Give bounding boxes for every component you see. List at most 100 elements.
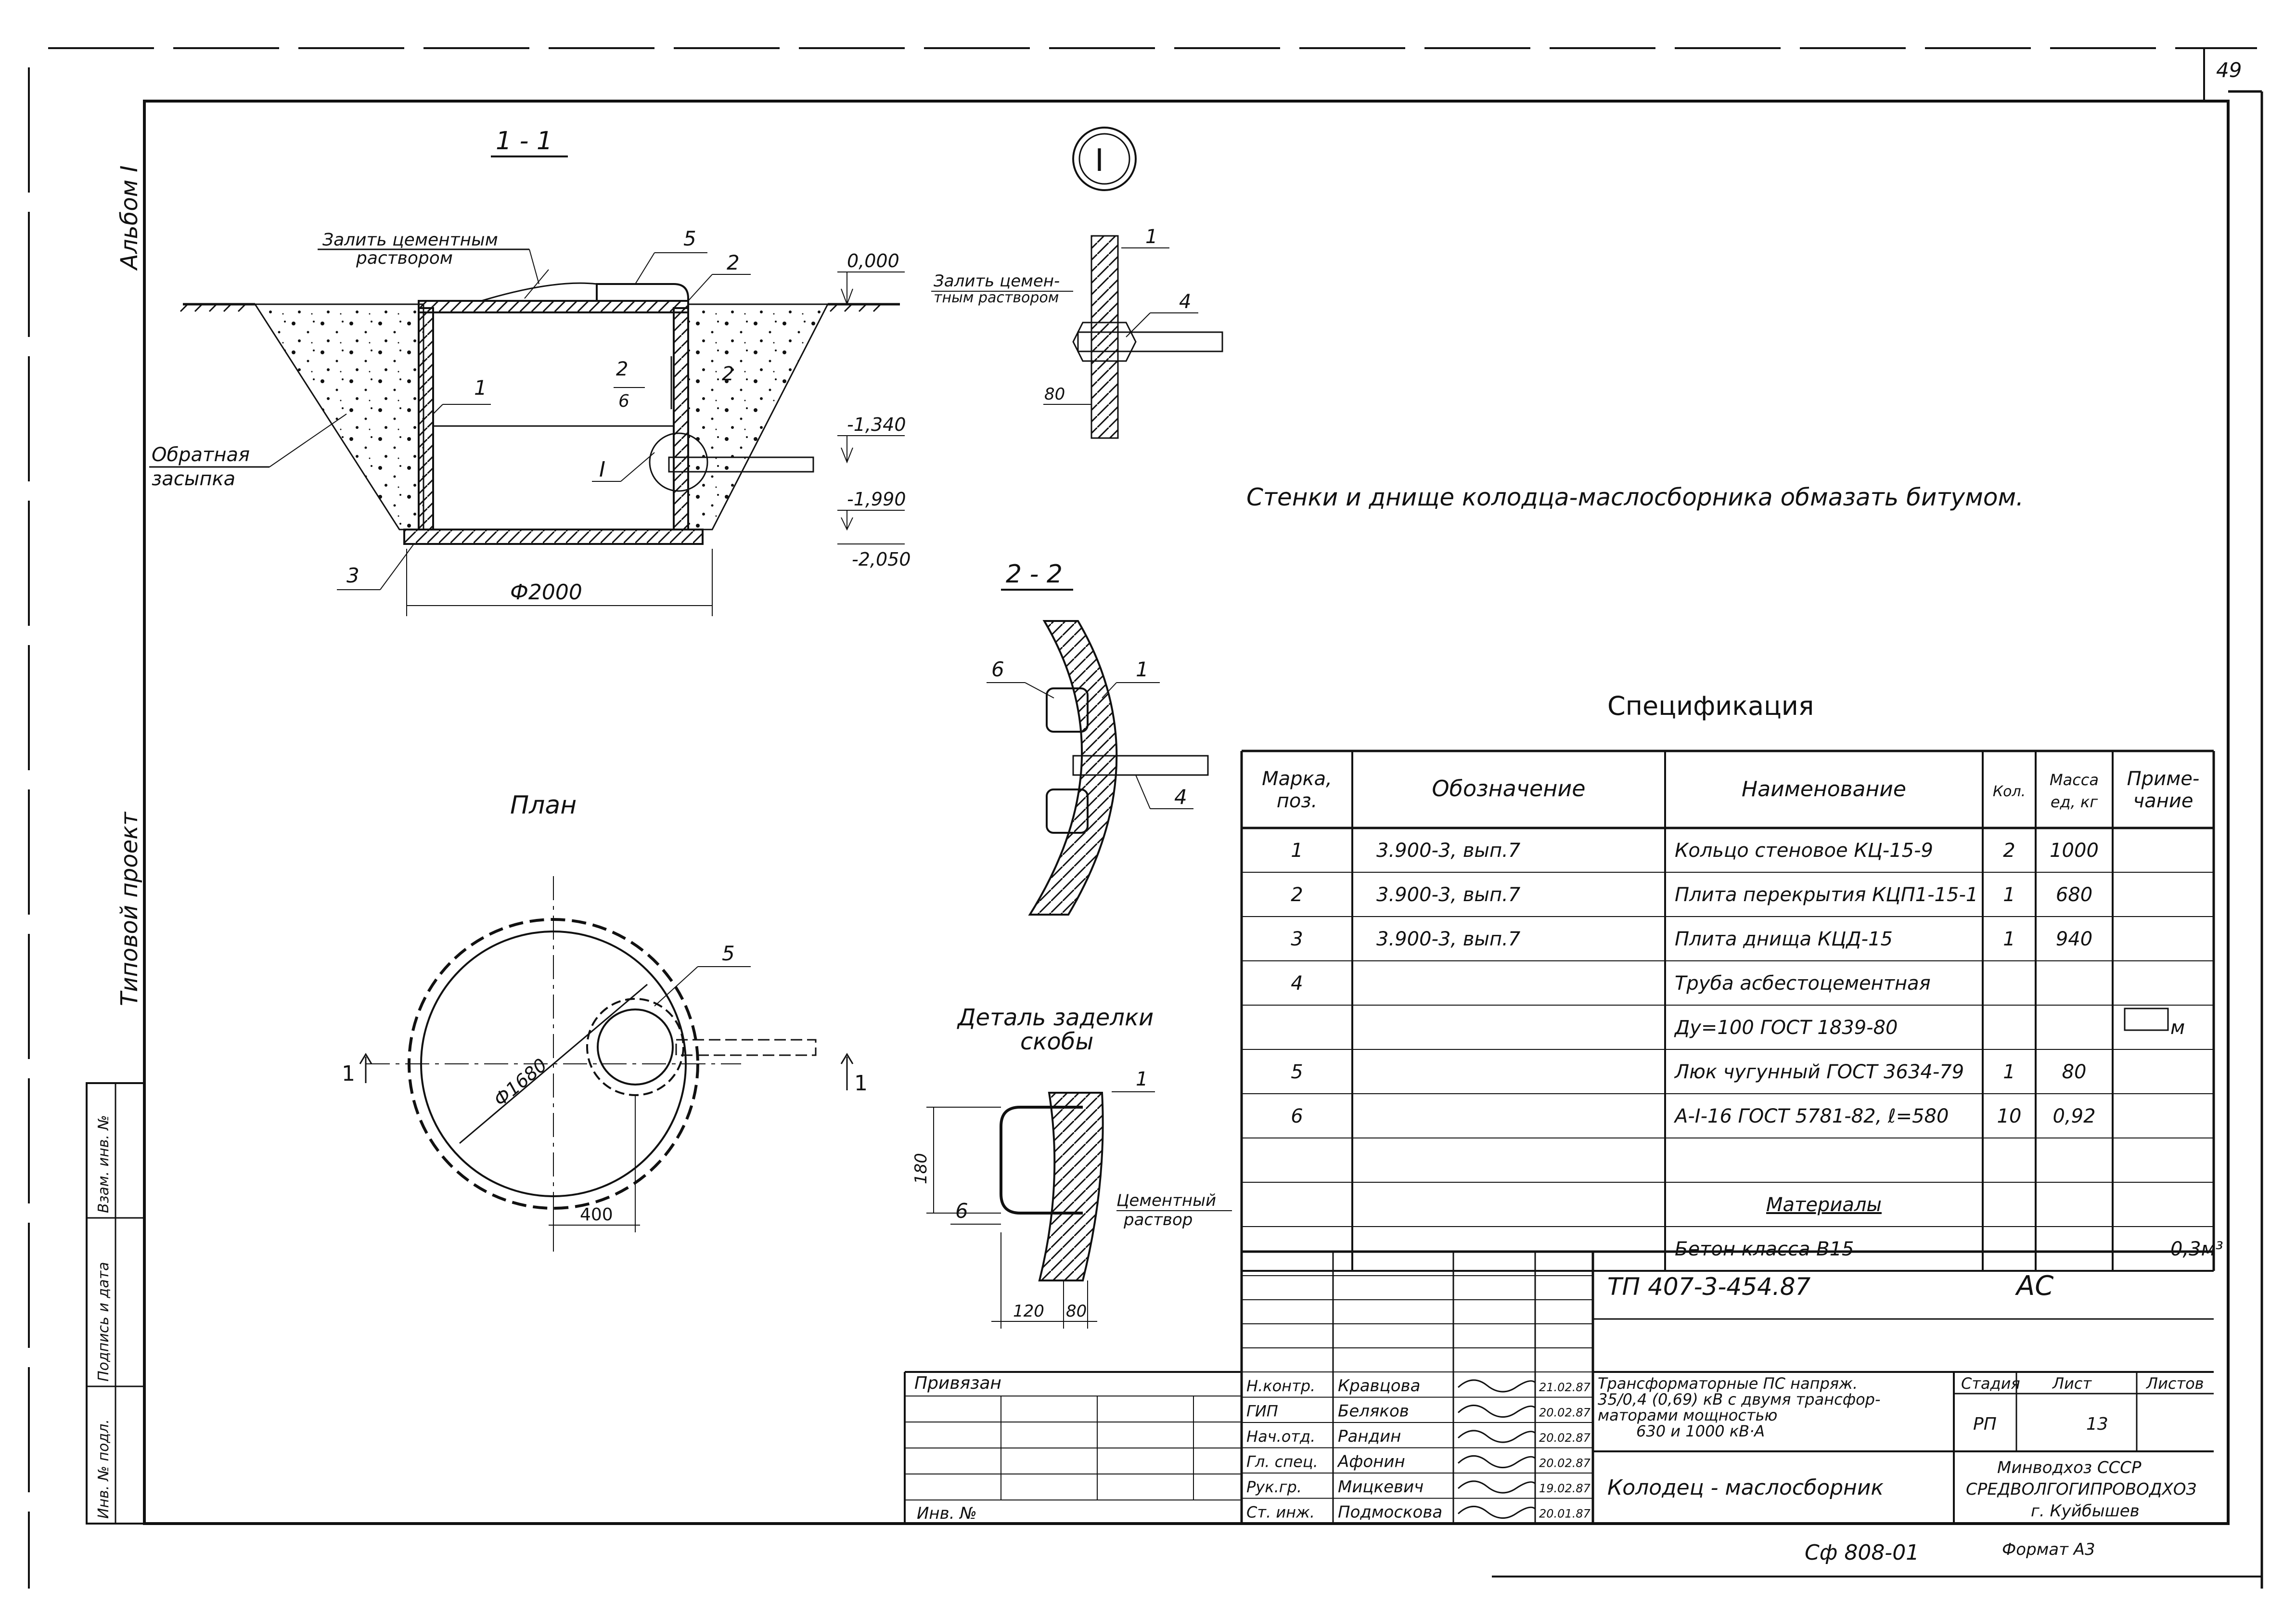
side-stamp-replaced-inv: Взам. инв. № [95, 1115, 112, 1213]
spec-cell-1-0: 2 [1291, 884, 1303, 906]
spec-cell-2-1: 3.900-3, вып.7 [1376, 928, 1521, 950]
spec-cell-4-2: Ду=100 ГОСТ 1839-80 [1674, 1017, 1898, 1039]
tb-name-4: Мицкевич [1338, 1477, 1424, 1497]
spec-cell-5-3: 1 [2003, 1061, 2015, 1083]
tb-name-3: Афонин [1337, 1452, 1405, 1472]
node-I-marker [649, 432, 708, 492]
spec-cell-2-3: 1 [2003, 928, 2015, 950]
spec-cell-0-2: Кольцо стеновое КЦ-15-9 [1675, 840, 1933, 862]
signature-mark [1457, 1455, 1536, 1469]
tb-role-1: ГИП [1246, 1402, 1278, 1421]
section-2-2: 2 - 2 6 1 4 [987, 560, 1209, 916]
signature-mark [1457, 1480, 1536, 1494]
callout-5: 5 [683, 227, 696, 250]
spec-header-0-1: поз. [1277, 790, 1318, 812]
tb-object-line2: 35/0,4 (0,69) кВ с двумя трансфор- [1598, 1390, 1881, 1409]
bracket-note-line1: Цементный [1116, 1191, 1216, 1210]
tb-bound: Привязан [914, 1373, 1001, 1393]
callout-6: 6 [618, 391, 629, 411]
cut-1-left: 1 [342, 1061, 355, 1086]
backfill-right [687, 303, 829, 530]
tb-date-4: 19.02.87 [1539, 1482, 1591, 1495]
spec-cell-0-0: 1 [1291, 840, 1303, 862]
spec-title: Спецификация [1607, 691, 1814, 721]
callout-3: 3 [346, 564, 359, 587]
spec-cell-1-2: Плита перекрытия КЦП1-15-1 [1675, 884, 1978, 906]
spec-header-5-1: чание [2133, 790, 2193, 812]
spec-cell-2-0: 3 [1291, 928, 1303, 950]
section-1-1-title: 1 - 1 [496, 127, 552, 155]
cut-2-left: 2 [616, 358, 628, 380]
spec-cell-1-1: 3.900-3, вып.7 [1376, 884, 1521, 906]
detail-I-ref: I [1095, 143, 1104, 179]
spec-cell-3-0: 4 [1291, 972, 1303, 995]
tb-code: ТП 407-3-454.87 [1607, 1273, 1811, 1301]
backfill-left [254, 303, 424, 530]
spec-header-4-0: Масса [2050, 771, 2099, 789]
note-box [2124, 1008, 2169, 1031]
backfill-label-line1: Обратная [152, 444, 250, 466]
project-type-label: Типовой проект [116, 811, 143, 1006]
signature-mark [1457, 1404, 1536, 1418]
tb-date-0: 21.02.87 [1539, 1381, 1591, 1394]
plan-manhole [586, 998, 684, 1096]
tb-inv-no: Инв. № [917, 1504, 977, 1523]
tb-stage: РП [1973, 1414, 1997, 1434]
album-label: Альбом I [116, 166, 143, 271]
page-number: 49 [2216, 58, 2242, 82]
tb-name-1: Беляков [1338, 1402, 1409, 1421]
spec-cell-2-2: Плита днища КЦД-15 [1675, 928, 1893, 950]
bracket-dim-80: 80 [1066, 1302, 1087, 1321]
side-stamp-inv-podl: Инв. № подл. [95, 1419, 112, 1519]
spec-cell-2-4: 940 [2056, 928, 2092, 950]
tb-name-2: Рандин [1338, 1427, 1401, 1446]
tb-mark: АС [2015, 1270, 2053, 1302]
spec-cell-5-2: Люк чугунный ГОСТ 3634-79 [1674, 1061, 1964, 1083]
plan-title: План [510, 791, 577, 820]
section-2-2-callout-1: 1 [1136, 658, 1149, 681]
section-2-2-callout-4: 4 [1174, 785, 1187, 809]
spec-cell-9-5: 0,3м³ [2170, 1238, 2223, 1260]
diameter-2000: Ф2000 [510, 580, 582, 605]
spec-header-1-0: Обозначение [1432, 776, 1585, 802]
tb-role-3: Гл. спец. [1246, 1453, 1318, 1471]
level-1340: -1,340 [847, 414, 906, 435]
pipe [668, 456, 814, 473]
bracket-detail-title-line2: скобы [1020, 1028, 1093, 1055]
signature-mark [1457, 1505, 1536, 1519]
cover-slab [418, 300, 689, 313]
tb-date-1: 20.02.87 [1539, 1406, 1591, 1420]
tb-sheets-label: Листов [2146, 1374, 2204, 1393]
level-0: 0,000 [847, 250, 899, 271]
tb-sheet-label: Лист [2052, 1374, 2092, 1393]
signature-mark [1457, 1430, 1536, 1443]
bracket-callout-6: 6 [955, 1199, 968, 1223]
tb-name-0: Кравцова [1338, 1376, 1420, 1396]
spec-cell-1-3: 1 [2003, 884, 2015, 906]
manhole-hatch [596, 283, 689, 301]
cut-1-right: 1 [854, 1071, 868, 1096]
tb-role-4: Рук.гр. [1246, 1478, 1302, 1496]
spec-cell-4-5: м [2170, 1017, 2185, 1039]
tb-object-line1: Трансформаторные ПС напряж. [1598, 1374, 1858, 1393]
well-wall-right [673, 307, 689, 530]
spec-cell-6-3: 10 [1997, 1105, 2022, 1127]
side-stamp: Инв. № подл. Подпись и дата Взам. инв. № [86, 1082, 145, 1525]
cut-2-right: 2 [722, 363, 734, 385]
signature-mark [1457, 1379, 1536, 1393]
spec-cell-3-2: Труба асбестоцементная [1675, 972, 1931, 995]
note-fill-line1: Залить цементным [322, 230, 498, 250]
sheet-frame: 49 Альбом I Типовой проект [28, 47, 2263, 1589]
tb-sheet: 13 [2086, 1414, 2108, 1434]
title-block-grid [904, 1250, 2214, 1524]
detail-I-note-line2: тным раствором [934, 289, 1059, 306]
spec-header-2-0: Наименование [1742, 777, 1906, 802]
tb-date-2: 20.02.87 [1539, 1431, 1591, 1445]
detail-I-callout-4: 4 [1179, 291, 1191, 313]
bottom-slab [403, 529, 704, 545]
tb-stage-label: Стадия [1961, 1374, 2020, 1393]
spec-cell-1-4: 680 [2056, 884, 2092, 906]
